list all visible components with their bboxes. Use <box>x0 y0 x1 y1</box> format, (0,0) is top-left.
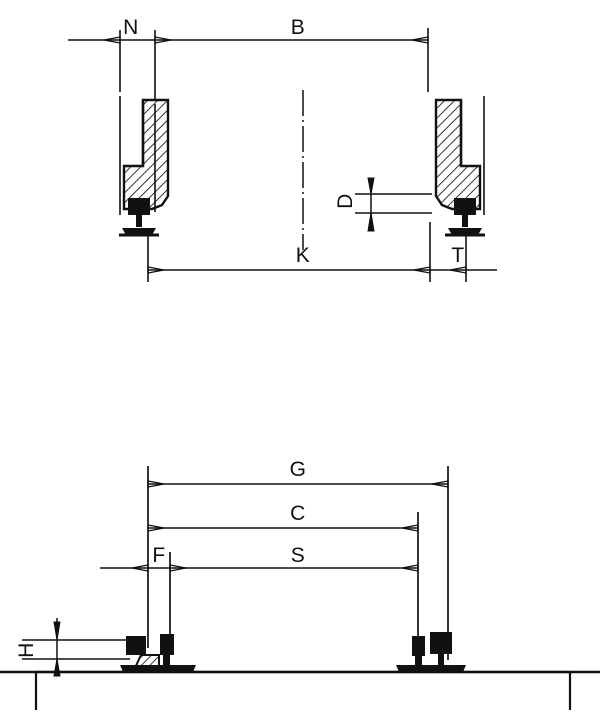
arrowhead-H-top <box>53 621 61 641</box>
dimension-label-K: K <box>296 244 311 267</box>
arrowhead-T-right <box>449 266 467 274</box>
arrowhead-G-left <box>147 480 165 488</box>
left-rail-web-lower <box>163 652 170 667</box>
arrowhead-F-right <box>169 564 187 572</box>
left-track-assembly <box>120 634 196 672</box>
right-rail-web <box>462 213 468 227</box>
right-rail-web-lower <box>415 652 422 667</box>
arrowhead-F-left <box>131 564 149 572</box>
right-guard-rail-web <box>438 652 444 666</box>
left-guard-rail-head <box>126 636 146 655</box>
upper-bottom-dimension-band: K T <box>147 222 497 282</box>
dimension-C-group: C <box>147 502 419 652</box>
right-guard-rail-head <box>430 632 452 654</box>
arrowhead-D-bottom <box>367 212 375 232</box>
dimension-label-B: B <box>291 16 306 39</box>
arrowhead-G-right <box>431 480 449 488</box>
left-wheel-section <box>119 98 170 237</box>
right-wheel-profile <box>434 98 482 211</box>
arrowhead-C-left <box>147 524 165 532</box>
left-rail-foot <box>122 228 156 235</box>
right-track-assembly <box>396 632 466 672</box>
dimension-label-F: F <box>152 544 165 567</box>
left-rail-web <box>136 213 142 227</box>
right-rail-head <box>454 198 476 215</box>
dimension-label-G: G <box>290 458 307 481</box>
upper-view: N B <box>68 16 497 282</box>
dimension-label-T: T <box>451 244 464 267</box>
lower-view: G C F S <box>0 458 600 710</box>
arrowhead-K-right <box>413 266 431 274</box>
left-rail-foot-lower <box>120 665 196 672</box>
left-rail-head-lower <box>160 634 174 655</box>
arrowhead-D-top <box>367 177 375 195</box>
right-guard-rail-foot <box>424 665 466 672</box>
dimension-label-D: D <box>334 193 357 209</box>
dimension-H-group: H <box>15 618 130 677</box>
sleeper-outline <box>34 670 572 710</box>
arrowhead-C-right <box>401 524 419 532</box>
right-wheel-section <box>434 98 485 237</box>
dimension-G-group: G <box>147 458 449 660</box>
arrowhead-H-bottom <box>53 658 61 677</box>
dimension-label-S: S <box>291 544 306 567</box>
left-rail-head <box>128 198 150 215</box>
dimension-label-N: N <box>123 16 139 39</box>
arrowhead-S-right <box>401 564 419 572</box>
right-rail-foot <box>448 228 482 235</box>
dimension-label-C: C <box>290 502 306 525</box>
dimension-D-group: D <box>334 177 432 232</box>
arrowhead-K-left <box>147 266 165 274</box>
right-rail-head-lower <box>412 636 425 656</box>
left-wheel-profile <box>122 98 170 211</box>
dimension-label-H: H <box>15 642 38 658</box>
